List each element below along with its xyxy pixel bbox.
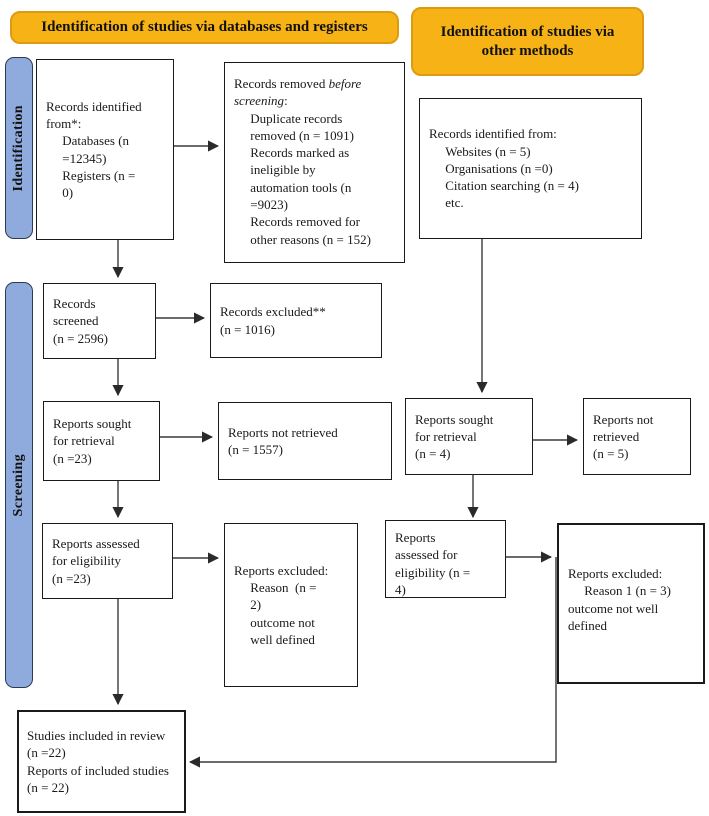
box-records-excluded: Records excluded** (n = 1016)	[210, 283, 382, 358]
header-other-methods: Identification of studies via other meth…	[411, 7, 644, 76]
box-reports-not-retrieved-other: Reports not retrieved (n = 5)	[583, 398, 691, 475]
header-databases-registers: Identification of studies via databases …	[10, 11, 399, 44]
box-records-screened-text: Records screened (n = 2596)	[53, 296, 108, 346]
box-reports-assessed-text: Reports assessed for eligibility (n =23)	[52, 536, 140, 586]
italic-before-screening: before screening	[234, 76, 362, 109]
arrow-otherassessed-to-included	[188, 557, 557, 768]
box-reports-excluded-other-text: Reports excluded: Reason 1 (n = 3) outco…	[568, 566, 672, 633]
header-databases-registers-label: Identification of studies via databases …	[41, 19, 368, 36]
box-records-identified-other-text: Records identified from: Websites (n = 5…	[429, 126, 579, 211]
box-reports-sought: Reports sought for retrieval (n =23)	[43, 401, 160, 481]
box-records-removed-text: Records removed before screening: Duplic…	[234, 76, 371, 247]
header-other-methods-label: Identification of studies via other meth…	[440, 23, 615, 59]
box-reports-assessed: Reports assessed for eligibility (n =23)	[42, 523, 173, 599]
box-reports-excluded-text: Reports excluded: Reason (n = 2) outcome…	[234, 562, 329, 647]
box-records-removed: Records removed before screening: Duplic…	[224, 62, 405, 263]
phase-bar-identification: Identification	[5, 57, 33, 239]
box-reports-sought-other: Reports sought for retrieval (n = 4)	[405, 398, 533, 475]
box-reports-not-retrieved-other-text: Reports not retrieved (n = 5)	[593, 411, 654, 462]
box-records-screened: Records screened (n = 2596)	[43, 283, 156, 359]
phase-bar-identification-label: Identification	[11, 104, 26, 192]
box-reports-excluded-other: Reports excluded: Reason 1 (n = 3) outco…	[557, 523, 705, 684]
box-records-identified-other: Records identified from: Websites (n = 5…	[419, 98, 642, 239]
box-reports-not-retrieved: Reports not retrieved (n = 1557)	[218, 402, 392, 480]
box-reports-excluded: Reports excluded: Reason (n = 2) outcome…	[224, 523, 358, 687]
phase-bar-screening-label: Screening	[11, 453, 26, 517]
box-reports-assessed-other-text: Reports assessed for eligibility (n = 4)	[395, 530, 471, 597]
box-studies-included: Studies included in review (n =22) Repor…	[17, 710, 186, 813]
box-records-identified: Records identified from*: Databases (n =…	[36, 59, 174, 240]
box-reports-sought-other-text: Reports sought for retrieval (n = 4)	[415, 411, 494, 462]
phase-bar-screening: Screening	[5, 282, 33, 688]
box-studies-included-text: Studies included in review (n =22) Repor…	[27, 727, 169, 795]
box-records-identified-text: Records identified from*: Databases (n =…	[46, 98, 142, 201]
box-reports-not-retrieved-text: Reports not retrieved (n = 1557)	[228, 424, 338, 457]
box-records-excluded-text: Records excluded** (n = 1016)	[220, 304, 326, 337]
box-reports-sought-text: Reports sought for retrieval (n =23)	[53, 416, 132, 466]
box-reports-assessed-other: Reports assessed for eligibility (n = 4)	[385, 520, 506, 598]
